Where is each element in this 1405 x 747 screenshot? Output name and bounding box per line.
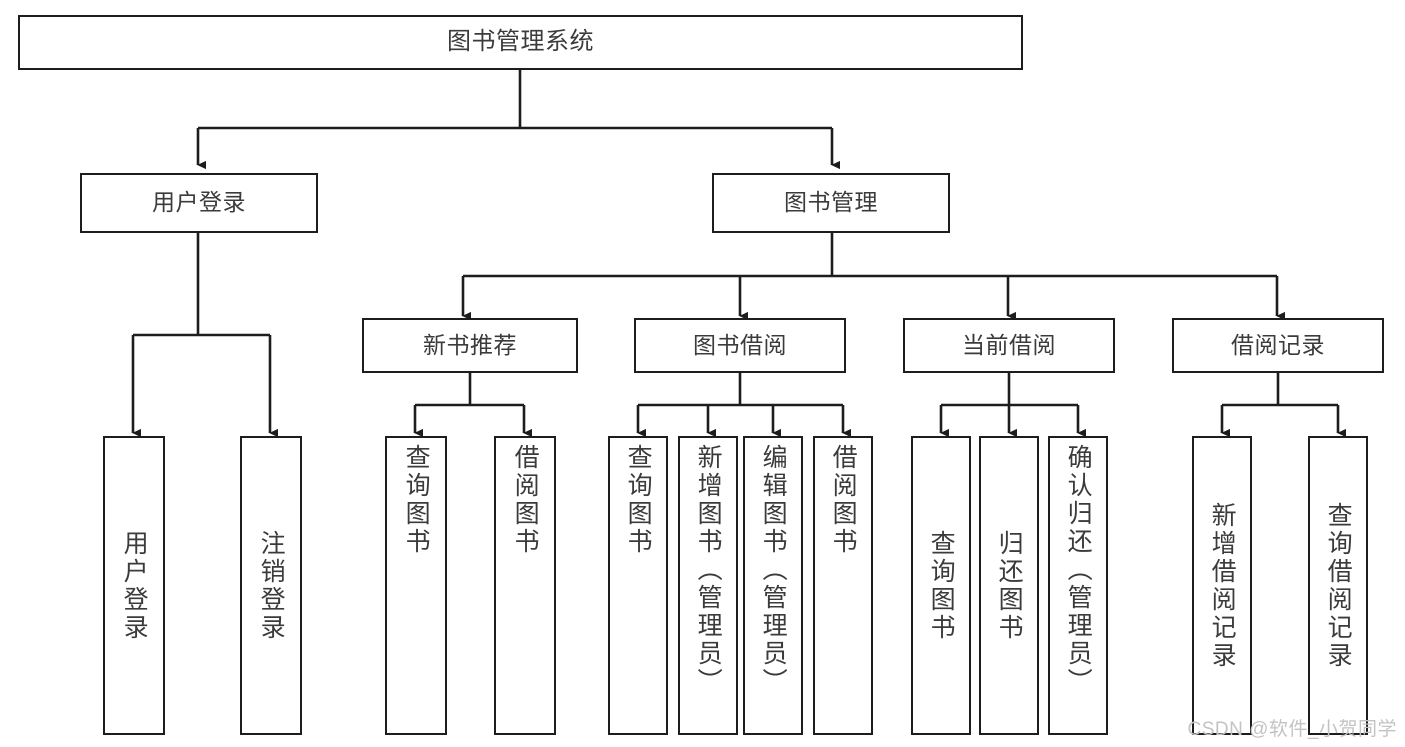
node-label: 查询图书: [927, 529, 956, 642]
leaf-confirm-return-admin[interactable]: 确认归还（管理员）: [1048, 436, 1108, 735]
leaf-add-book-admin[interactable]: 新增图书（管理员）: [678, 436, 738, 735]
node-label: 图书管理系统: [447, 28, 594, 56]
node-label: 用户登录: [120, 529, 149, 642]
leaf-borrow-book-recommend[interactable]: 借阅图书: [494, 436, 556, 735]
leaf-user-login[interactable]: 用户登录: [103, 436, 165, 735]
node-label: 新书推荐: [423, 331, 517, 358]
node-label: 借阅图书: [829, 444, 858, 556]
node-label: 查询借阅记录: [1324, 501, 1353, 670]
leaf-add-borrow-record[interactable]: 新增借阅记录: [1192, 436, 1252, 735]
node-label: 图书管理: [784, 189, 878, 216]
node-user-login[interactable]: 用户登录: [80, 173, 318, 233]
node-root-system[interactable]: 图书管理系统: [18, 15, 1023, 70]
node-borrow-record[interactable]: 借阅记录: [1172, 318, 1384, 373]
leaf-query-book-current[interactable]: 查询图书: [911, 436, 971, 735]
node-label: 编辑图书（管理员）: [759, 444, 788, 696]
node-label: 归还图书: [995, 529, 1024, 642]
node-label: 用户登录: [152, 189, 246, 216]
node-book-borrow[interactable]: 图书借阅: [634, 318, 846, 373]
node-label: 查询图书: [402, 444, 431, 556]
leaf-query-book-borrow[interactable]: 查询图书: [608, 436, 668, 735]
node-book-management[interactable]: 图书管理: [712, 173, 950, 233]
node-label: 查询图书: [624, 444, 653, 556]
leaf-query-book-recommend[interactable]: 查询图书: [385, 436, 447, 735]
node-label: 图书借阅: [693, 331, 787, 358]
leaf-edit-book-admin[interactable]: 编辑图书（管理员）: [743, 436, 803, 735]
node-current-borrow[interactable]: 当前借阅: [903, 318, 1115, 373]
node-label: 当前借阅: [962, 331, 1056, 358]
leaf-query-borrow-record[interactable]: 查询借阅记录: [1308, 436, 1368, 735]
leaf-logout[interactable]: 注销登录: [240, 436, 302, 735]
watermark-text: CSDN @软件_小贺同学: [1187, 719, 1397, 740]
node-label: 借阅图书: [511, 444, 540, 556]
node-label: 新增借阅记录: [1208, 501, 1237, 670]
leaf-borrow-book[interactable]: 借阅图书: [813, 436, 873, 735]
node-label: 新增图书（管理员）: [694, 444, 723, 696]
node-label: 确认归还（管理员）: [1064, 444, 1093, 696]
node-label: 注销登录: [257, 529, 286, 642]
node-new-book-recommend[interactable]: 新书推荐: [362, 318, 578, 373]
leaf-return-book[interactable]: 归还图书: [979, 436, 1039, 735]
node-label: 借阅记录: [1231, 331, 1325, 358]
